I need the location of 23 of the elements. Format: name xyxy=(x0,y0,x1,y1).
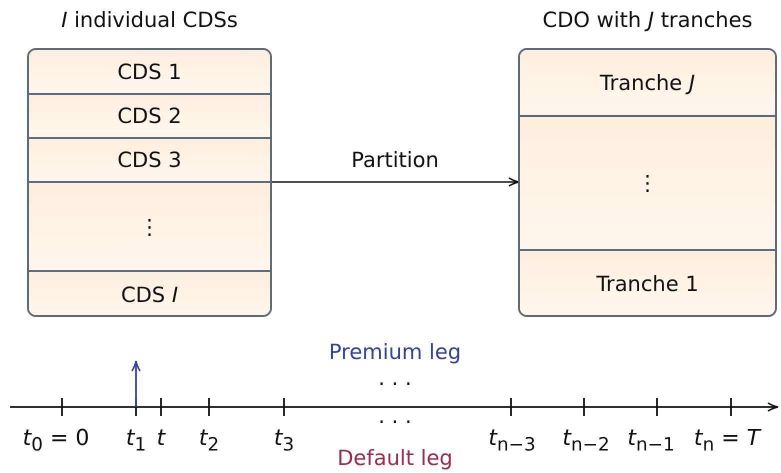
tranche-row: Tranche J xyxy=(520,50,775,117)
group-heading: I individual CDSs xyxy=(61,8,238,32)
time-label: t$_{n}$ = T xyxy=(694,426,760,456)
time-label: t$_{n−1}$ xyxy=(627,426,675,456)
premium-leg-label: Premium leg xyxy=(328,340,462,364)
cds-row: CDS I xyxy=(29,272,270,315)
time-label: t$_{2}$ xyxy=(198,426,220,456)
tranche-row: Tranche 1 xyxy=(520,251,775,315)
group-heading: CDO with J tranches xyxy=(542,8,752,32)
cds-row: CDS 2 xyxy=(29,95,270,139)
ellipsis-row: ⋮ xyxy=(520,117,775,251)
time-label: t$_{n−3}$ xyxy=(488,426,536,456)
time-label: t$_{1}$ xyxy=(126,426,146,456)
default-leg-label: Default leg xyxy=(337,446,453,470)
time-label: t$_{n−2}$ xyxy=(562,426,610,456)
cds-row: CDS 3 xyxy=(29,139,270,183)
ellipsis: · · · xyxy=(378,372,412,396)
ellipsis-row: ⋮ xyxy=(29,183,270,272)
time-label: t$_{0}$ = 0 xyxy=(22,426,90,456)
time-label: t xyxy=(156,426,166,451)
cds-row: CDS 1 xyxy=(29,50,270,95)
time-label: t$_{3}$ xyxy=(274,426,294,456)
ellipsis: · · · xyxy=(378,410,412,434)
